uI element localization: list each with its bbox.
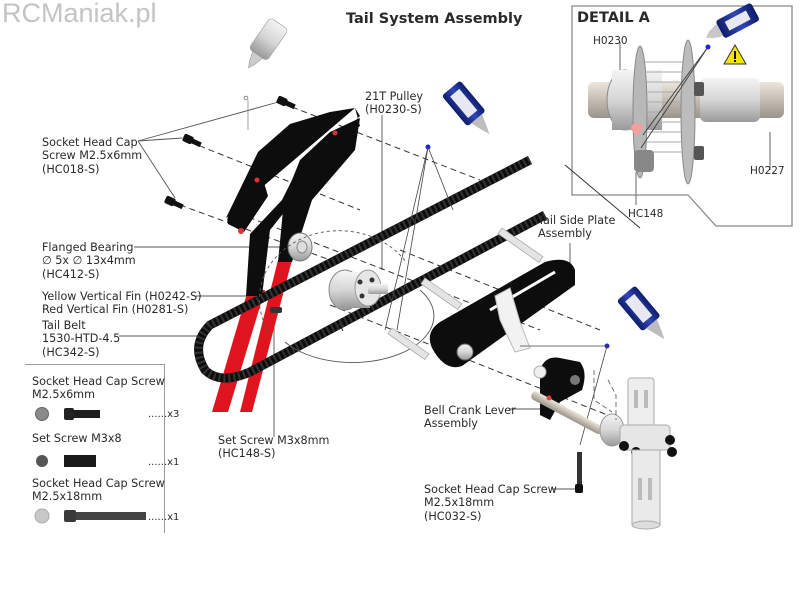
cap-screws xyxy=(164,95,296,210)
diagram-title: Tail System Assembly xyxy=(346,11,523,27)
hardware-qty-3: ......x1 xyxy=(148,512,180,523)
tail-gearbox xyxy=(599,377,677,530)
hardware-item-3: Socket Head Cap Screw M2.5x18mm xyxy=(32,477,165,504)
detail-label-set-screw: HC148 xyxy=(628,208,664,220)
detail-leader xyxy=(564,164,641,229)
loctite-bottle-1 xyxy=(442,81,490,135)
hardware-qty-1: ......x3 xyxy=(148,409,180,420)
hardware-item-1: Socket Head Cap Screw M2.5x6mm xyxy=(32,375,165,402)
callout-tail-belt: Tail Belt 1530-HTD-4.5 (HC342-S) xyxy=(42,319,121,359)
detail-a-drawing xyxy=(588,3,784,205)
callout-socket-screw-top: Socket Head Cap Screw M2.5x6mm (HC018-S) xyxy=(42,136,143,176)
grease-bottle xyxy=(248,18,288,69)
watermark: RCManiak.pl xyxy=(2,0,157,28)
pulley xyxy=(328,269,388,311)
long-cap-screw xyxy=(575,452,583,493)
warning-triangle-icon xyxy=(723,44,747,65)
tail-side-plate xyxy=(387,227,575,368)
callout-tail-side-plate: Tail Side Plate Assembly xyxy=(538,214,616,241)
hardware-qty-2: ......x1 xyxy=(148,457,180,468)
detail-a-title: DETAIL A xyxy=(577,10,650,26)
callout-socket-screw-bottom: Socket Head Cap Screw M2.5x18mm (HC032-S… xyxy=(424,483,557,523)
hardware-icons xyxy=(34,407,146,524)
tail-belt xyxy=(194,156,548,383)
callout-pulley: 21T Pulley (H0230-S) xyxy=(365,90,423,117)
callout-leaders xyxy=(119,100,578,490)
callout-vertical-fin: Yellow Vertical Fin (H0242-S) Red Vertic… xyxy=(42,290,202,317)
flanged-bearing xyxy=(287,232,313,262)
tail-frame xyxy=(226,108,360,296)
hardware-item-2: Set Screw M3x8 xyxy=(32,432,122,445)
detail-label-pulley: H0230 xyxy=(593,35,628,47)
detail-a-frame xyxy=(571,5,793,227)
hardware-box xyxy=(25,364,165,533)
loctite-bottle-2 xyxy=(617,286,665,340)
bell-crank xyxy=(531,357,604,435)
detail-label-shaft: H0227 xyxy=(750,165,785,177)
callout-set-screw: Set Screw M3x8mm (HC148-S) xyxy=(218,434,330,461)
callout-flanged-bearing: Flanged Bearing ∅ 5x ∅ 13x4mm (HC412-S) xyxy=(42,241,136,281)
callout-bell-crank: Bell Crank Lever Assembly xyxy=(424,404,516,431)
set-screw-part xyxy=(270,307,282,313)
detail-marker-a: A xyxy=(336,321,344,334)
